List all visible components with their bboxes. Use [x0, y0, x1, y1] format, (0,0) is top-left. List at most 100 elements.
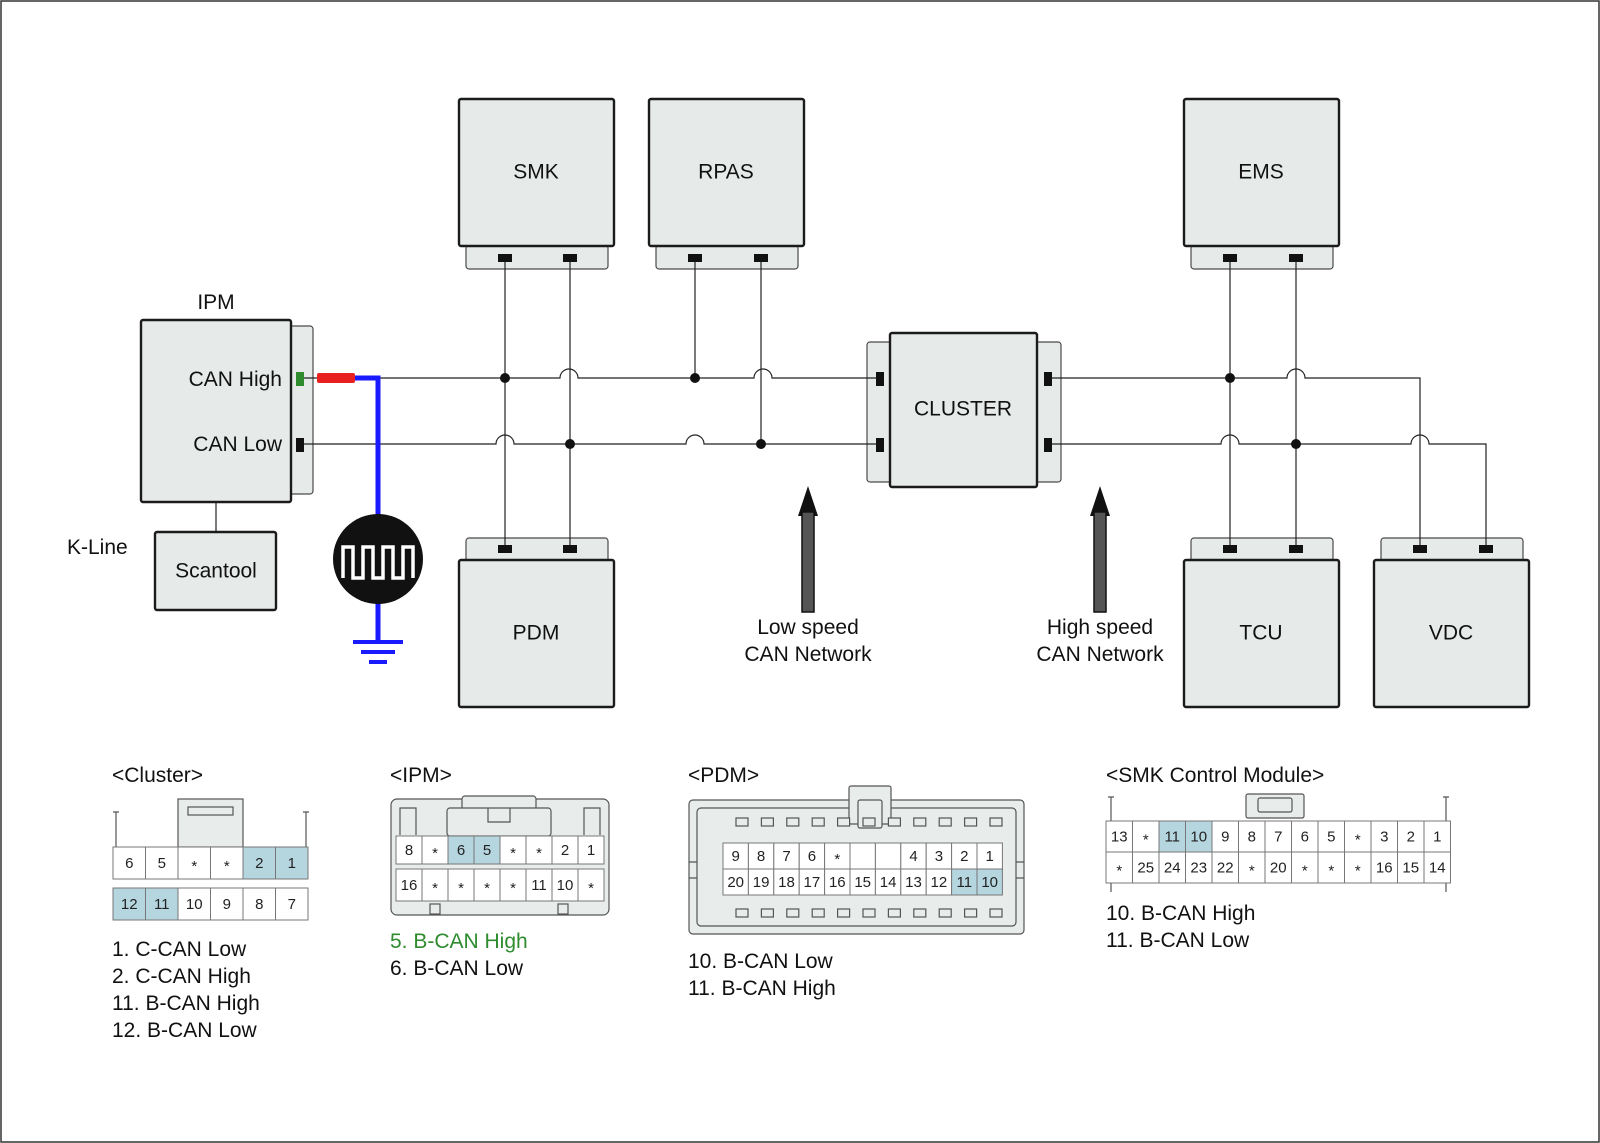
pdm-pin-cell: [849, 842, 876, 870]
smk-pin-cell: 20: [1264, 851, 1292, 884]
pdm-pin-label: 20: [727, 874, 744, 891]
pdm-pin-cell: [874, 842, 902, 870]
smk-pin-cell: 13: [1105, 820, 1133, 853]
pdm-pin-cell: 6: [798, 842, 826, 870]
cluster-pin-cell: 7: [275, 887, 309, 921]
cluster-legend-3: 11. B-CAN High: [112, 992, 260, 1015]
can-wiring: [304, 262, 1487, 545]
pdm-pin-label: 14: [880, 874, 897, 891]
ipm-pin-cell: 5: [473, 835, 501, 865]
smk-pin-cell: 6: [1291, 820, 1319, 853]
pdm-pin-cell: 2: [951, 842, 978, 870]
vdc-label: VDC: [1429, 622, 1473, 645]
ipm-pin-cell: *: [447, 868, 475, 902]
cluster-pin-cell: 8: [242, 887, 276, 921]
waveform-icon: [333, 514, 423, 604]
smk-pin-cell: 5: [1317, 820, 1345, 853]
smk-pin-label: 20: [1270, 859, 1287, 876]
smk-pin-label: 25: [1137, 859, 1154, 876]
smk-pin-label: 5: [1327, 828, 1335, 845]
pdm-legend-1: 10. B-CAN Low: [688, 950, 834, 973]
low-speed-line1: Low speed: [757, 616, 859, 639]
smk-pin-label: 2: [1407, 828, 1415, 845]
cluster-label: CLUSTER: [914, 398, 1012, 421]
pdm-pin-cell: 11: [951, 868, 978, 896]
ipm-pin-label: *: [588, 880, 594, 897]
pdm-pin-label: 16: [829, 874, 846, 891]
ipm-pin-label: 16: [401, 877, 418, 894]
smk-connector-title: <SMK Control Module>: [1106, 764, 1324, 787]
cluster-pin-cell: *: [177, 846, 211, 880]
ipm-pin-cell: 10: [551, 868, 579, 902]
smk-pin-label: 9: [1221, 828, 1229, 845]
low-speed-arrow: Low speed CAN Network: [744, 486, 872, 666]
smk-pin-cell: 24: [1158, 851, 1186, 884]
high-speed-arrow: High speed CAN Network: [1036, 486, 1164, 666]
scantool-module: Scantool K-Line: [67, 502, 278, 612]
smk-pin-label: 23: [1190, 859, 1207, 876]
pdm-pin-label: 10: [981, 874, 998, 891]
pdm-pin-cell: 1: [976, 842, 1003, 870]
pdm-pin-label: 13: [905, 874, 922, 891]
pdm-pin-cell: 13: [900, 868, 927, 896]
tcu-module: TCU: [1182, 537, 1341, 709]
pdm-pin-label: 7: [782, 848, 790, 865]
ipm-can-high-label: CAN High: [189, 368, 282, 391]
cluster-pin-cell: 6: [112, 846, 146, 880]
pdm-pin-cell: 15: [849, 868, 876, 896]
pdm-legend-2: 11. B-CAN High: [688, 977, 836, 1000]
smk-pin-cell: 9: [1211, 820, 1239, 853]
pdm-pin-label: 1: [986, 848, 994, 865]
smk-pin-label: 10: [1190, 828, 1207, 845]
ipm-pin-label: 11: [531, 877, 547, 894]
smk-pin-cell: 16: [1370, 851, 1398, 884]
pdm-pin-label: 9: [732, 848, 740, 865]
ipm-pin-label: 1: [587, 842, 595, 859]
pdm-pin-label: *: [834, 851, 840, 868]
pdm-pin-cell: 8: [747, 842, 775, 870]
ipm-pin-cell: 2: [551, 835, 579, 865]
cluster-legend-2: 2. C-CAN High: [112, 965, 251, 988]
smk-pin-cell: *: [1132, 820, 1160, 853]
smk-pin-cell: 22: [1211, 851, 1239, 884]
scantool-label: Scantool: [175, 560, 257, 583]
cluster-pin-cell: *: [210, 846, 244, 880]
smk-pin-label: *: [1355, 862, 1361, 879]
cluster-pin-label: 6: [125, 855, 133, 872]
pdm-pin-label: 3: [935, 848, 943, 865]
cluster-pin-cell: 10: [177, 887, 211, 921]
pdm-pin-cell: 12: [925, 868, 953, 896]
vdc-module: VDC: [1372, 537, 1531, 709]
pdm-pin-label: 8: [757, 848, 765, 865]
pdm-pin-cell: 10: [976, 868, 1003, 896]
ipm-pin-label: 8: [405, 842, 413, 859]
ems-module: EMS: [1182, 97, 1341, 270]
smk-pin-label: *: [1328, 862, 1334, 879]
smk-pin-label: 22: [1217, 859, 1234, 876]
ipm-pin-label: 6: [457, 842, 465, 859]
cluster-pin-label: 7: [288, 896, 296, 913]
smk-pin-cell: 2: [1397, 820, 1425, 853]
pdm-pin-cell: 17: [798, 868, 826, 896]
ipm-pin-cell: *: [577, 868, 605, 902]
pdm-pin-label: 4: [909, 848, 917, 865]
pdm-pin-label: 15: [854, 874, 871, 891]
cluster-pin-cell: 2: [242, 846, 276, 880]
low-speed-line2: CAN Network: [744, 643, 872, 666]
ipm-pin-label: *: [536, 845, 542, 862]
ipm-module: IPM CAN High CAN Low: [139, 291, 314, 504]
high-speed-line1: High speed: [1047, 616, 1153, 639]
pdm-pin-label: 2: [960, 848, 968, 865]
pdm-connector-title: <PDM>: [688, 764, 759, 787]
smk-pin-cell: 11: [1158, 820, 1186, 853]
smk-pin-cell: 23: [1185, 851, 1213, 884]
cluster-pin-cell: 12: [112, 887, 146, 921]
smk-legend-1: 10. B-CAN High: [1106, 902, 1255, 925]
cluster-pin-label: 9: [223, 896, 231, 913]
pdm-pin-label: 18: [778, 874, 795, 891]
ipm-pin-cell: *: [473, 868, 501, 902]
oscilloscope-probe: [317, 373, 423, 664]
